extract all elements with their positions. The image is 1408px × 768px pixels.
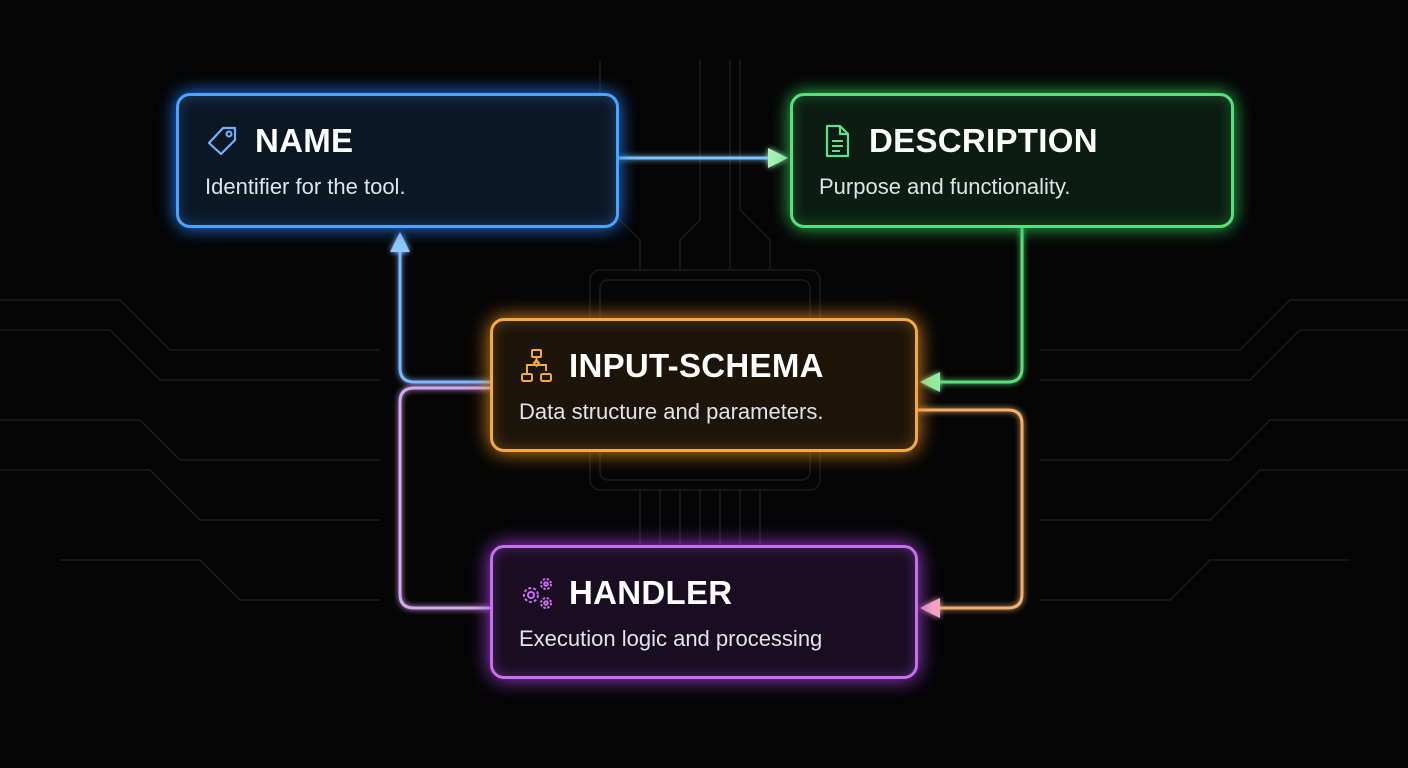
tag-icon	[207, 126, 237, 156]
node-description: Data structure and parameters.	[519, 399, 824, 424]
edge-handler-to-name	[398, 386, 490, 610]
arrow-head-name	[390, 232, 410, 252]
node-title: NAME	[255, 122, 354, 159]
node-input-schema: INPUT-SCHEMA Data structure and paramete…	[490, 318, 918, 452]
edge-description-to-schema	[932, 228, 1024, 384]
node-description: Identifier for the tool.	[205, 174, 406, 199]
arrow-head-schema	[920, 372, 940, 392]
node-handler: HANDLER Execution logic and processing	[490, 545, 918, 679]
node-title: HANDLER	[569, 574, 733, 611]
document-icon	[825, 124, 850, 158]
node-description: Execution logic and processing	[519, 626, 823, 651]
flowchart-icon	[521, 349, 552, 382]
node-description-box: DESCRIPTION Purpose and functionality.	[790, 93, 1234, 228]
arrow-head-description	[768, 148, 788, 168]
edge-schema-to-handler	[918, 408, 1024, 610]
gears-icon	[523, 578, 552, 609]
arrow-head-handler	[920, 598, 940, 618]
node-title: INPUT-SCHEMA	[569, 347, 824, 384]
node-description: Purpose and functionality.	[819, 174, 1071, 199]
node-title: DESCRIPTION	[869, 122, 1098, 159]
node-name: NAME Identifier for the tool.	[176, 93, 619, 228]
